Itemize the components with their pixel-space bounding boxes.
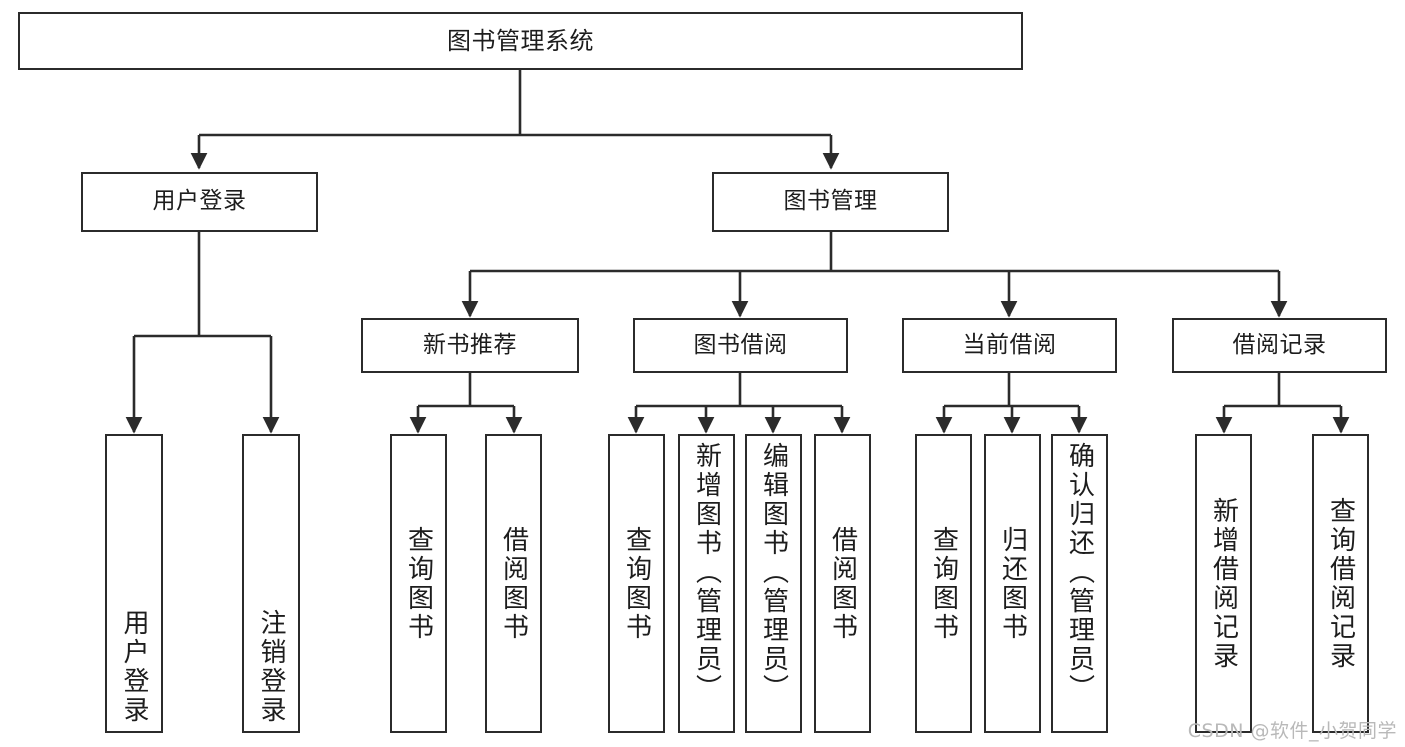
node-borrow-record[interactable]: 借阅记录 <box>1172 318 1387 373</box>
node-root[interactable]: 图书管理系统 <box>18 12 1023 70</box>
leaf-query-book-current[interactable]: 查询图书 <box>915 434 972 733</box>
node-label: 编辑图书（管理员） <box>758 442 789 703</box>
node-label: 借阅图书 <box>827 525 858 642</box>
node-book-borrow[interactable]: 图书借阅 <box>633 318 848 373</box>
leaf-query-book-borrow[interactable]: 查询图书 <box>608 434 665 733</box>
node-label: 查询图书 <box>928 525 959 642</box>
node-label: 新书推荐 <box>423 331 517 358</box>
leaf-query-book-recommend[interactable]: 查询图书 <box>390 434 447 733</box>
node-label: 查询图书 <box>403 525 434 642</box>
node-label: 用户登录 <box>119 609 149 725</box>
node-label: 新增借阅记录 <box>1208 496 1239 671</box>
node-label: 归还图书 <box>997 525 1028 642</box>
node-label: 查询借阅记录 <box>1325 496 1356 671</box>
leaf-query-borrow-record[interactable]: 查询借阅记录 <box>1312 434 1369 733</box>
leaf-confirm-return[interactable]: 确认归还（管理员） <box>1051 434 1108 733</box>
node-label: 借阅图书 <box>498 525 529 642</box>
node-label: 图书借阅 <box>693 331 788 358</box>
leaf-user-logout[interactable]: 注销登录 <box>242 434 300 733</box>
node-label: 确认归还（管理员） <box>1064 442 1095 703</box>
leaf-add-book[interactable]: 新增图书（管理员） <box>678 434 735 733</box>
leaf-borrow-book-recommend[interactable]: 借阅图书 <box>485 434 542 733</box>
node-label: 图书管理系统 <box>447 26 594 55</box>
leaf-borrow-book[interactable]: 借阅图书 <box>814 434 871 733</box>
node-label: 用户登录 <box>152 188 247 215</box>
node-label: 新增图书（管理员） <box>691 442 722 703</box>
node-label: 当前借阅 <box>962 331 1057 358</box>
leaf-edit-book[interactable]: 编辑图书（管理员） <box>745 434 802 733</box>
node-new-book-recommend[interactable]: 新书推荐 <box>361 318 579 373</box>
node-user-login[interactable]: 用户登录 <box>81 172 318 232</box>
leaf-add-borrow-record[interactable]: 新增借阅记录 <box>1195 434 1252 733</box>
node-label: 注销登录 <box>256 609 286 725</box>
node-book-manage[interactable]: 图书管理 <box>712 172 949 232</box>
node-current-borrow[interactable]: 当前借阅 <box>902 318 1117 373</box>
node-label: 借阅记录 <box>1232 331 1327 358</box>
leaf-user-login[interactable]: 用户登录 <box>105 434 163 733</box>
node-label: 查询图书 <box>621 525 652 642</box>
csdn-watermark: CSDN @软件_小贺同学 <box>1187 720 1397 742</box>
node-label: 图书管理 <box>783 188 878 215</box>
leaf-return-book[interactable]: 归还图书 <box>984 434 1041 733</box>
